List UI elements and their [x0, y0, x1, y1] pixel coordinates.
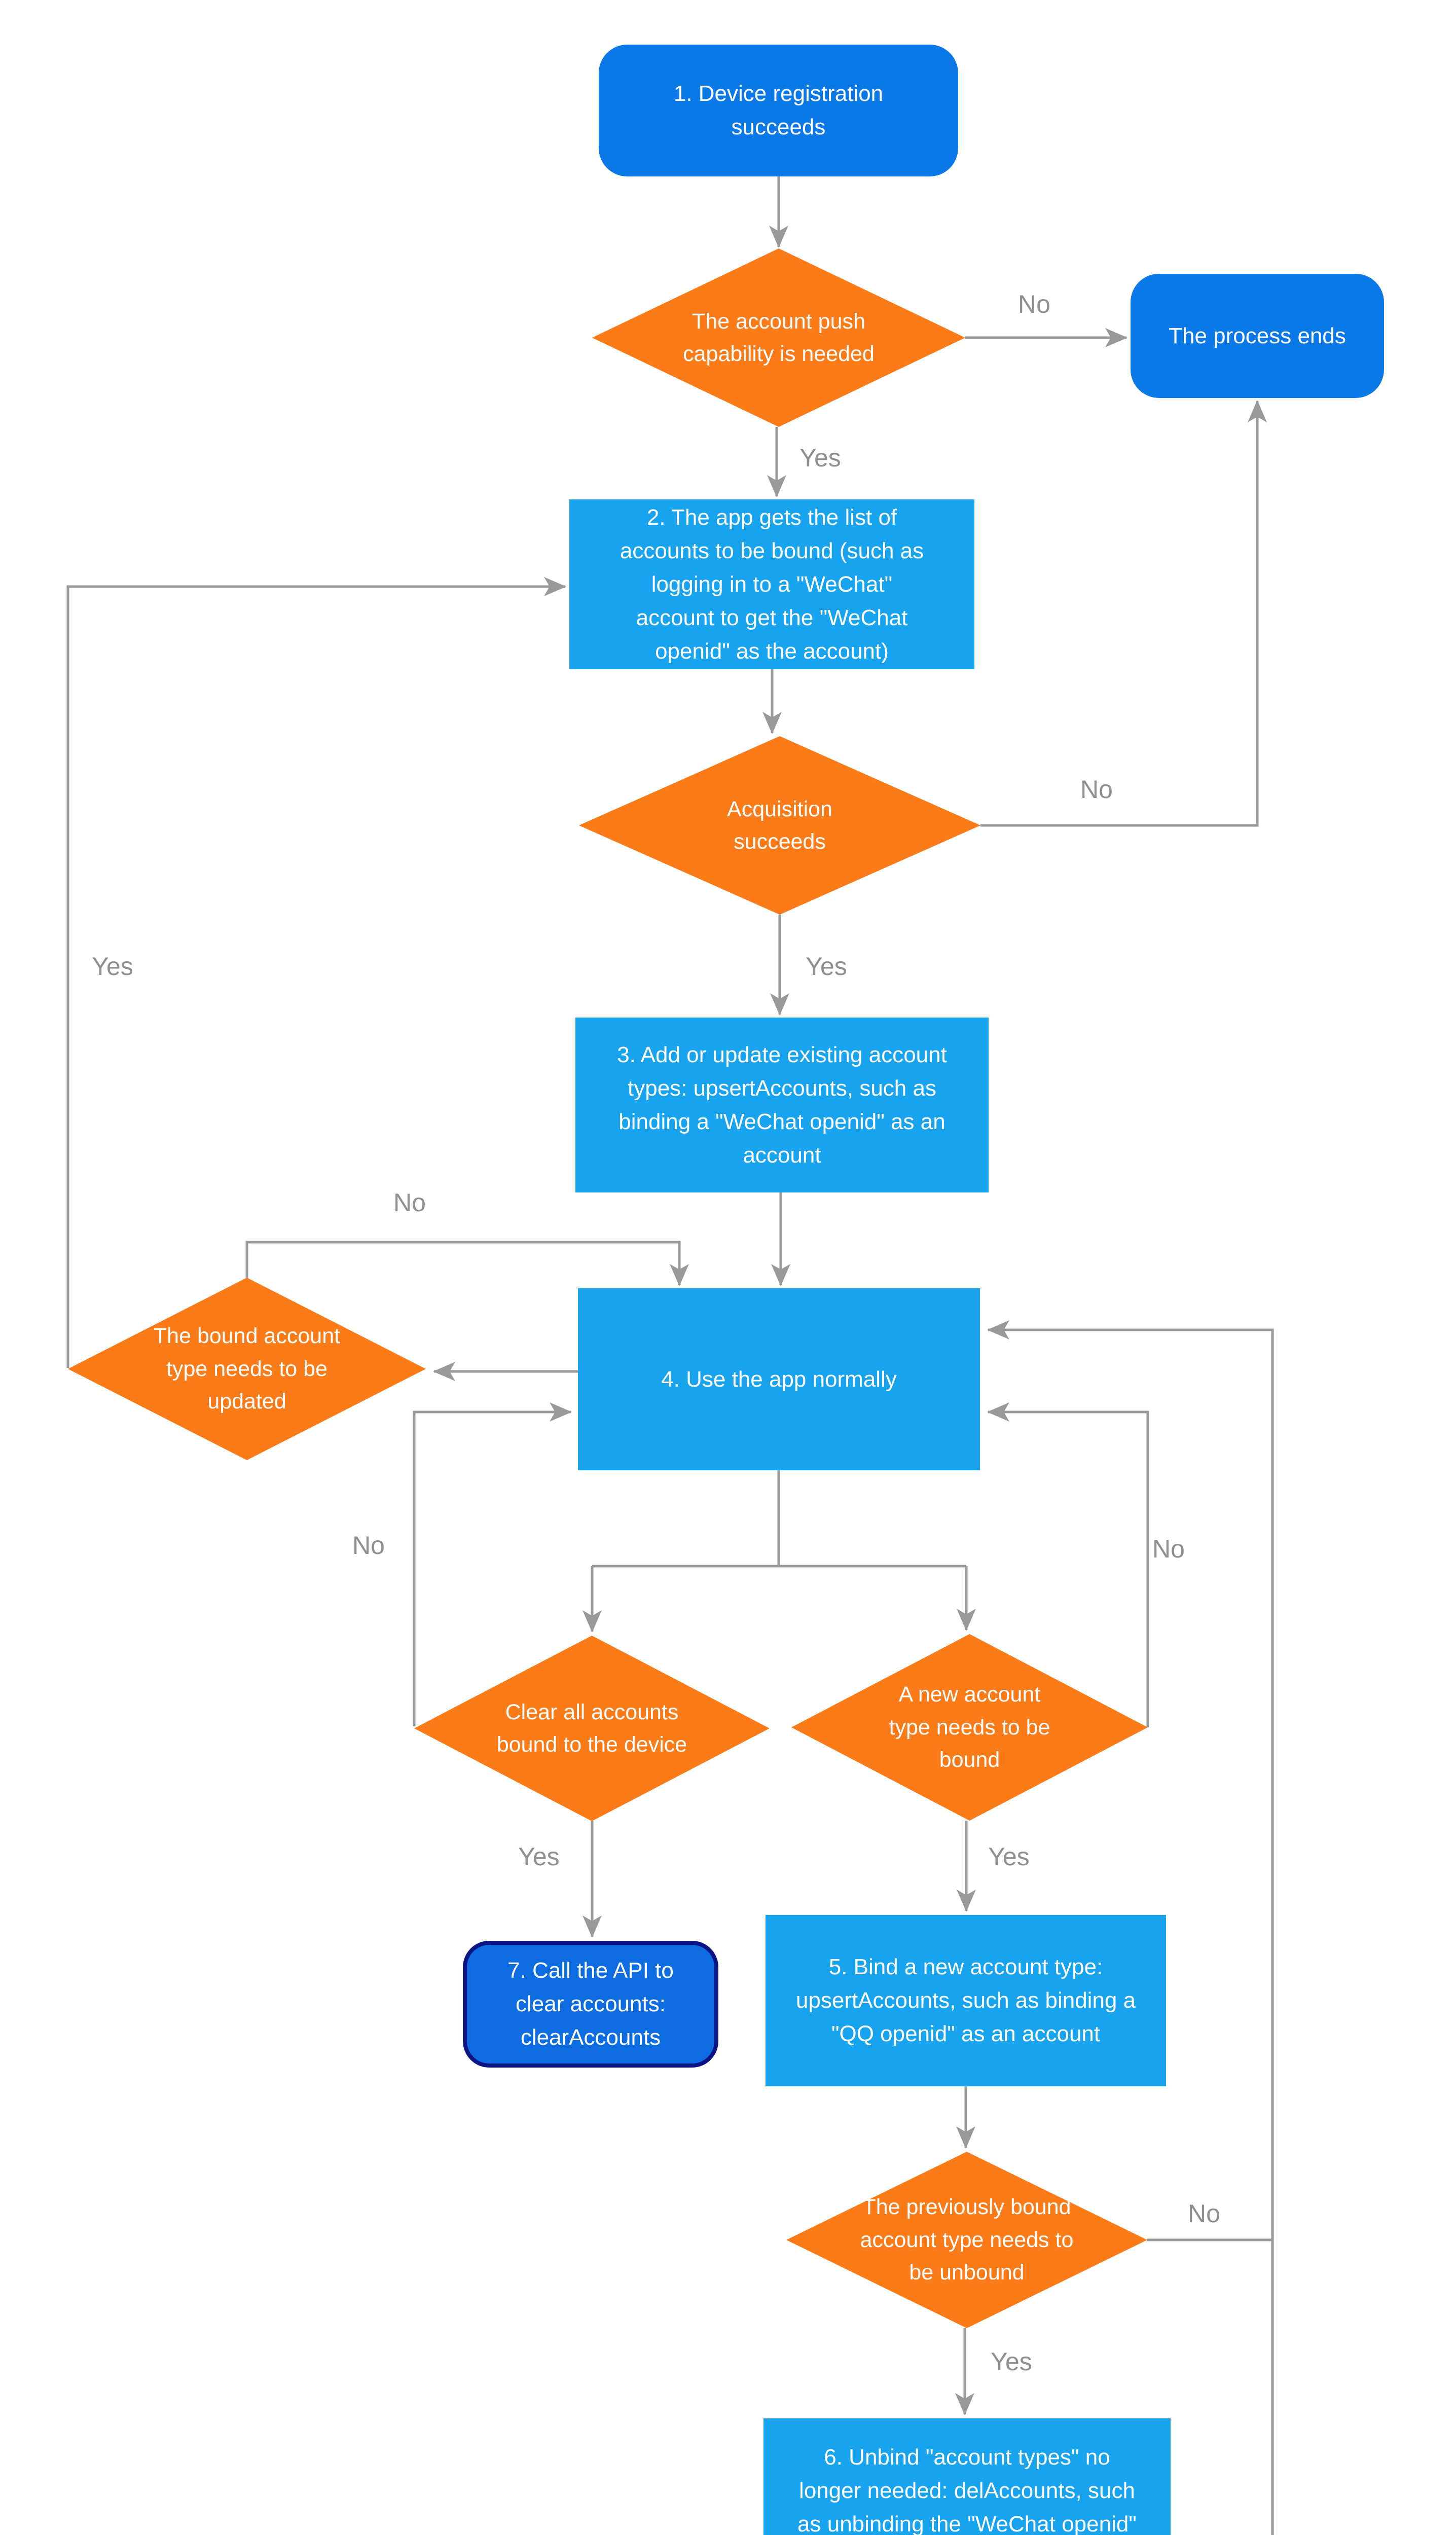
- edge-n6-loop-to-n4: [987, 1320, 1274, 2535]
- node-device-registration-label: 1. Device registration succeeds: [673, 81, 884, 139]
- node-process-ends-label: The process ends: [1169, 323, 1346, 348]
- decision-push-capability-label: The account push capability is needed: [683, 309, 875, 367]
- edge-label-acq-no: No: [1080, 775, 1113, 804]
- decision-clear-all-accounts-label: Clear all accounts bound to the device: [496, 1699, 687, 1757]
- edge-label-unbind-no: No: [1188, 2199, 1220, 2228]
- edge-acq-no-to-end: [980, 400, 1267, 827]
- node-get-account-list-label: 2. The app gets the list of accounts to …: [620, 504, 924, 664]
- edge-label-upd-no: No: [393, 1188, 426, 1217]
- node-device-registration: 1. Device registration succeeds: [599, 45, 958, 176]
- node-clear-accounts-api-label: 7. Call the API to clear accounts: clear…: [507, 1958, 674, 2050]
- decision-unbind-needed-label: The previously bound account type needs …: [860, 2195, 1074, 2285]
- node-get-account-list: 2. The app gets the list of accounts to …: [569, 499, 974, 669]
- edge-label-new-yes: Yes: [988, 1842, 1030, 1871]
- edge-new-no-to-n4: [987, 1402, 1149, 1727]
- node-use-app-normally-label: 4. Use the app normally: [661, 1366, 897, 1392]
- node-use-app-normally: 4. Use the app normally: [578, 1288, 980, 1470]
- decision-acquisition-label: Acquisition succeeds: [727, 796, 832, 854]
- decision-new-account-type-label: A new account type needs to be bound: [889, 1682, 1050, 1772]
- edge-label-new-no: No: [1152, 1535, 1185, 1563]
- edge-label-push-no: No: [1018, 290, 1050, 318]
- node-bind-new-account-type-label: 5. Bind a new account type: upsertAccoun…: [795, 1954, 1136, 2046]
- edge-label-unbind-yes: Yes: [991, 2347, 1032, 2376]
- edge-upd-no-to-n4: [245, 1241, 689, 1286]
- node-process-ends: The process ends: [1131, 274, 1384, 398]
- node-del-accounts-label: 6. Unbind "account types" no longer need…: [797, 2445, 1137, 2535]
- edge-label-upd-yes: Yes: [92, 952, 133, 981]
- edge-label-clear-no: No: [352, 1531, 385, 1560]
- node-del-accounts: 6. Unbind "account types" no longer need…: [763, 2418, 1171, 2535]
- edge-label-push-yes: Yes: [799, 444, 841, 472]
- edge-label-clear-yes: Yes: [518, 1842, 560, 1871]
- edge-clear-no-to-n4: [413, 1402, 572, 1726]
- decision-account-type-update-label: The bound account type needs to be updat…: [153, 1324, 341, 1414]
- node-upsert-accounts: 3. Add or update existing account types:…: [575, 1018, 989, 1192]
- node-bind-new-account-type: 5. Bind a new account type: upsertAccoun…: [766, 1915, 1166, 2086]
- edge-label-acq-yes: Yes: [806, 952, 847, 981]
- edge-upd-yes-to-n2: [66, 577, 566, 1368]
- node-clear-accounts-api: 7. Call the API to clear accounts: clear…: [463, 1941, 718, 2068]
- node-upsert-accounts-label: 3. Add or update existing account types:…: [617, 1042, 947, 1168]
